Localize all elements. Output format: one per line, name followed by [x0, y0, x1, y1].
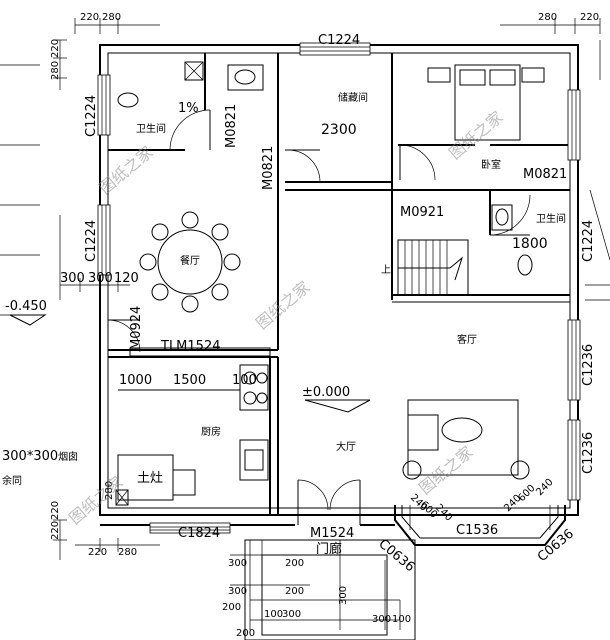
dim-p100: 100: [264, 609, 283, 620]
watermark-3: 图纸之家: [252, 277, 313, 333]
dim-p200d: 200: [236, 628, 255, 639]
dim-k1500: 1500: [173, 373, 206, 388]
label-door-m0924: M0924: [129, 306, 144, 350]
dim-bay-240b: 240: [433, 502, 454, 523]
label-slope: 1%: [178, 101, 199, 116]
dim-top-right-220: 220: [580, 12, 599, 23]
label-door-storage: M0821: [261, 146, 276, 190]
label-door-tlm: TLM1524: [160, 339, 220, 354]
room-label-dining: 餐厅: [180, 254, 200, 267]
room-label-bathroom-right: 卫生间: [536, 212, 566, 225]
dim-p300b: 300: [228, 586, 247, 597]
dim-p200c: 200: [222, 602, 241, 613]
dim-p100b: 100: [392, 614, 411, 625]
dim-p300c: 300: [282, 609, 301, 620]
dim-bottom-280: 280: [118, 547, 137, 558]
dim-bath-1800: 1800: [512, 236, 548, 252]
dim-p300d: 300: [338, 586, 349, 605]
room-label-hall: 大厅: [336, 440, 356, 453]
label-door-bedroom: M0821: [523, 167, 567, 182]
doors: [107, 109, 531, 525]
dim-top-left-280: 280: [102, 12, 121, 23]
room-label-kitchen: 厨房: [201, 425, 221, 438]
dim-120: 120: [114, 271, 139, 286]
dimension-lines: [0, 18, 610, 630]
label-door-bath-right: M0921: [400, 205, 444, 220]
staircase: [397, 239, 469, 296]
dim-p300e: 300: [372, 614, 391, 625]
label-stove: 土灶: [137, 471, 163, 486]
dim-p200a: 200: [285, 558, 304, 569]
room-label-storage: 储藏间: [338, 91, 368, 104]
label-door-bath: M0821: [224, 104, 239, 148]
dim-storage-2300: 2300: [321, 122, 357, 138]
dim-p200b: 200: [285, 586, 304, 597]
label-door-main: M1524: [310, 526, 354, 541]
dim-bottom-220: 220: [50, 521, 61, 540]
label-window-bath-left: C1224: [84, 95, 99, 137]
dim-left-280b: 280: [104, 481, 115, 500]
label-window-bay: C1536: [456, 523, 498, 538]
watermark-5: 图纸之家: [415, 442, 476, 498]
windows: [97, 42, 581, 534]
room-label-living: 客厅: [457, 333, 477, 346]
furniture: [9, 61, 551, 530]
dim-top-right-280: 280: [538, 12, 557, 23]
dim-k100: 100: [232, 373, 257, 388]
label-window-top: C1224: [318, 33, 360, 48]
label-window-corner-left: C0636: [375, 537, 417, 576]
label-window-living-a: C1236: [581, 344, 596, 386]
label-window-kitchen: C1824: [178, 526, 220, 541]
label-elev-inside: ±0.000: [302, 385, 350, 400]
dim-top-left-220: 220: [80, 12, 99, 23]
room-label-porch: 门廊: [316, 541, 342, 557]
dim-bay-240d: 240: [534, 477, 555, 498]
label-window-living-b: C1236: [581, 432, 596, 474]
watermark-4: 图纸之家: [65, 472, 126, 528]
label-elev-outside: -0.450: [5, 299, 47, 314]
room-label-bedroom: 卧室: [481, 158, 501, 171]
room-label-bathroom-left: 卫生间: [136, 122, 166, 135]
dim-300a: 300: [60, 271, 85, 286]
label-window-dining: C1224: [84, 220, 99, 262]
label-misc: 余同: [2, 474, 22, 487]
dim-left-280: 280: [50, 61, 61, 80]
walls: [99, 44, 579, 640]
room-labels: 卫生间 储藏间 卧室 卫生间 餐厅 客厅 厨房 大厅 门廊 土灶 上: [136, 91, 566, 557]
dim-left-220: 220: [50, 39, 61, 58]
dim-300b: 300: [88, 271, 113, 286]
label-chimney: 300*300烟囱: [2, 449, 78, 464]
label-stairs-up: 上: [381, 264, 391, 276]
label-window-bedroom-right: C1224: [581, 220, 596, 262]
dim-p300a: 300: [228, 558, 247, 569]
dim-bottom-220b: 220: [88, 547, 107, 558]
dim-k1000: 1000: [119, 373, 152, 388]
dim-left-220b: 220: [50, 501, 61, 520]
